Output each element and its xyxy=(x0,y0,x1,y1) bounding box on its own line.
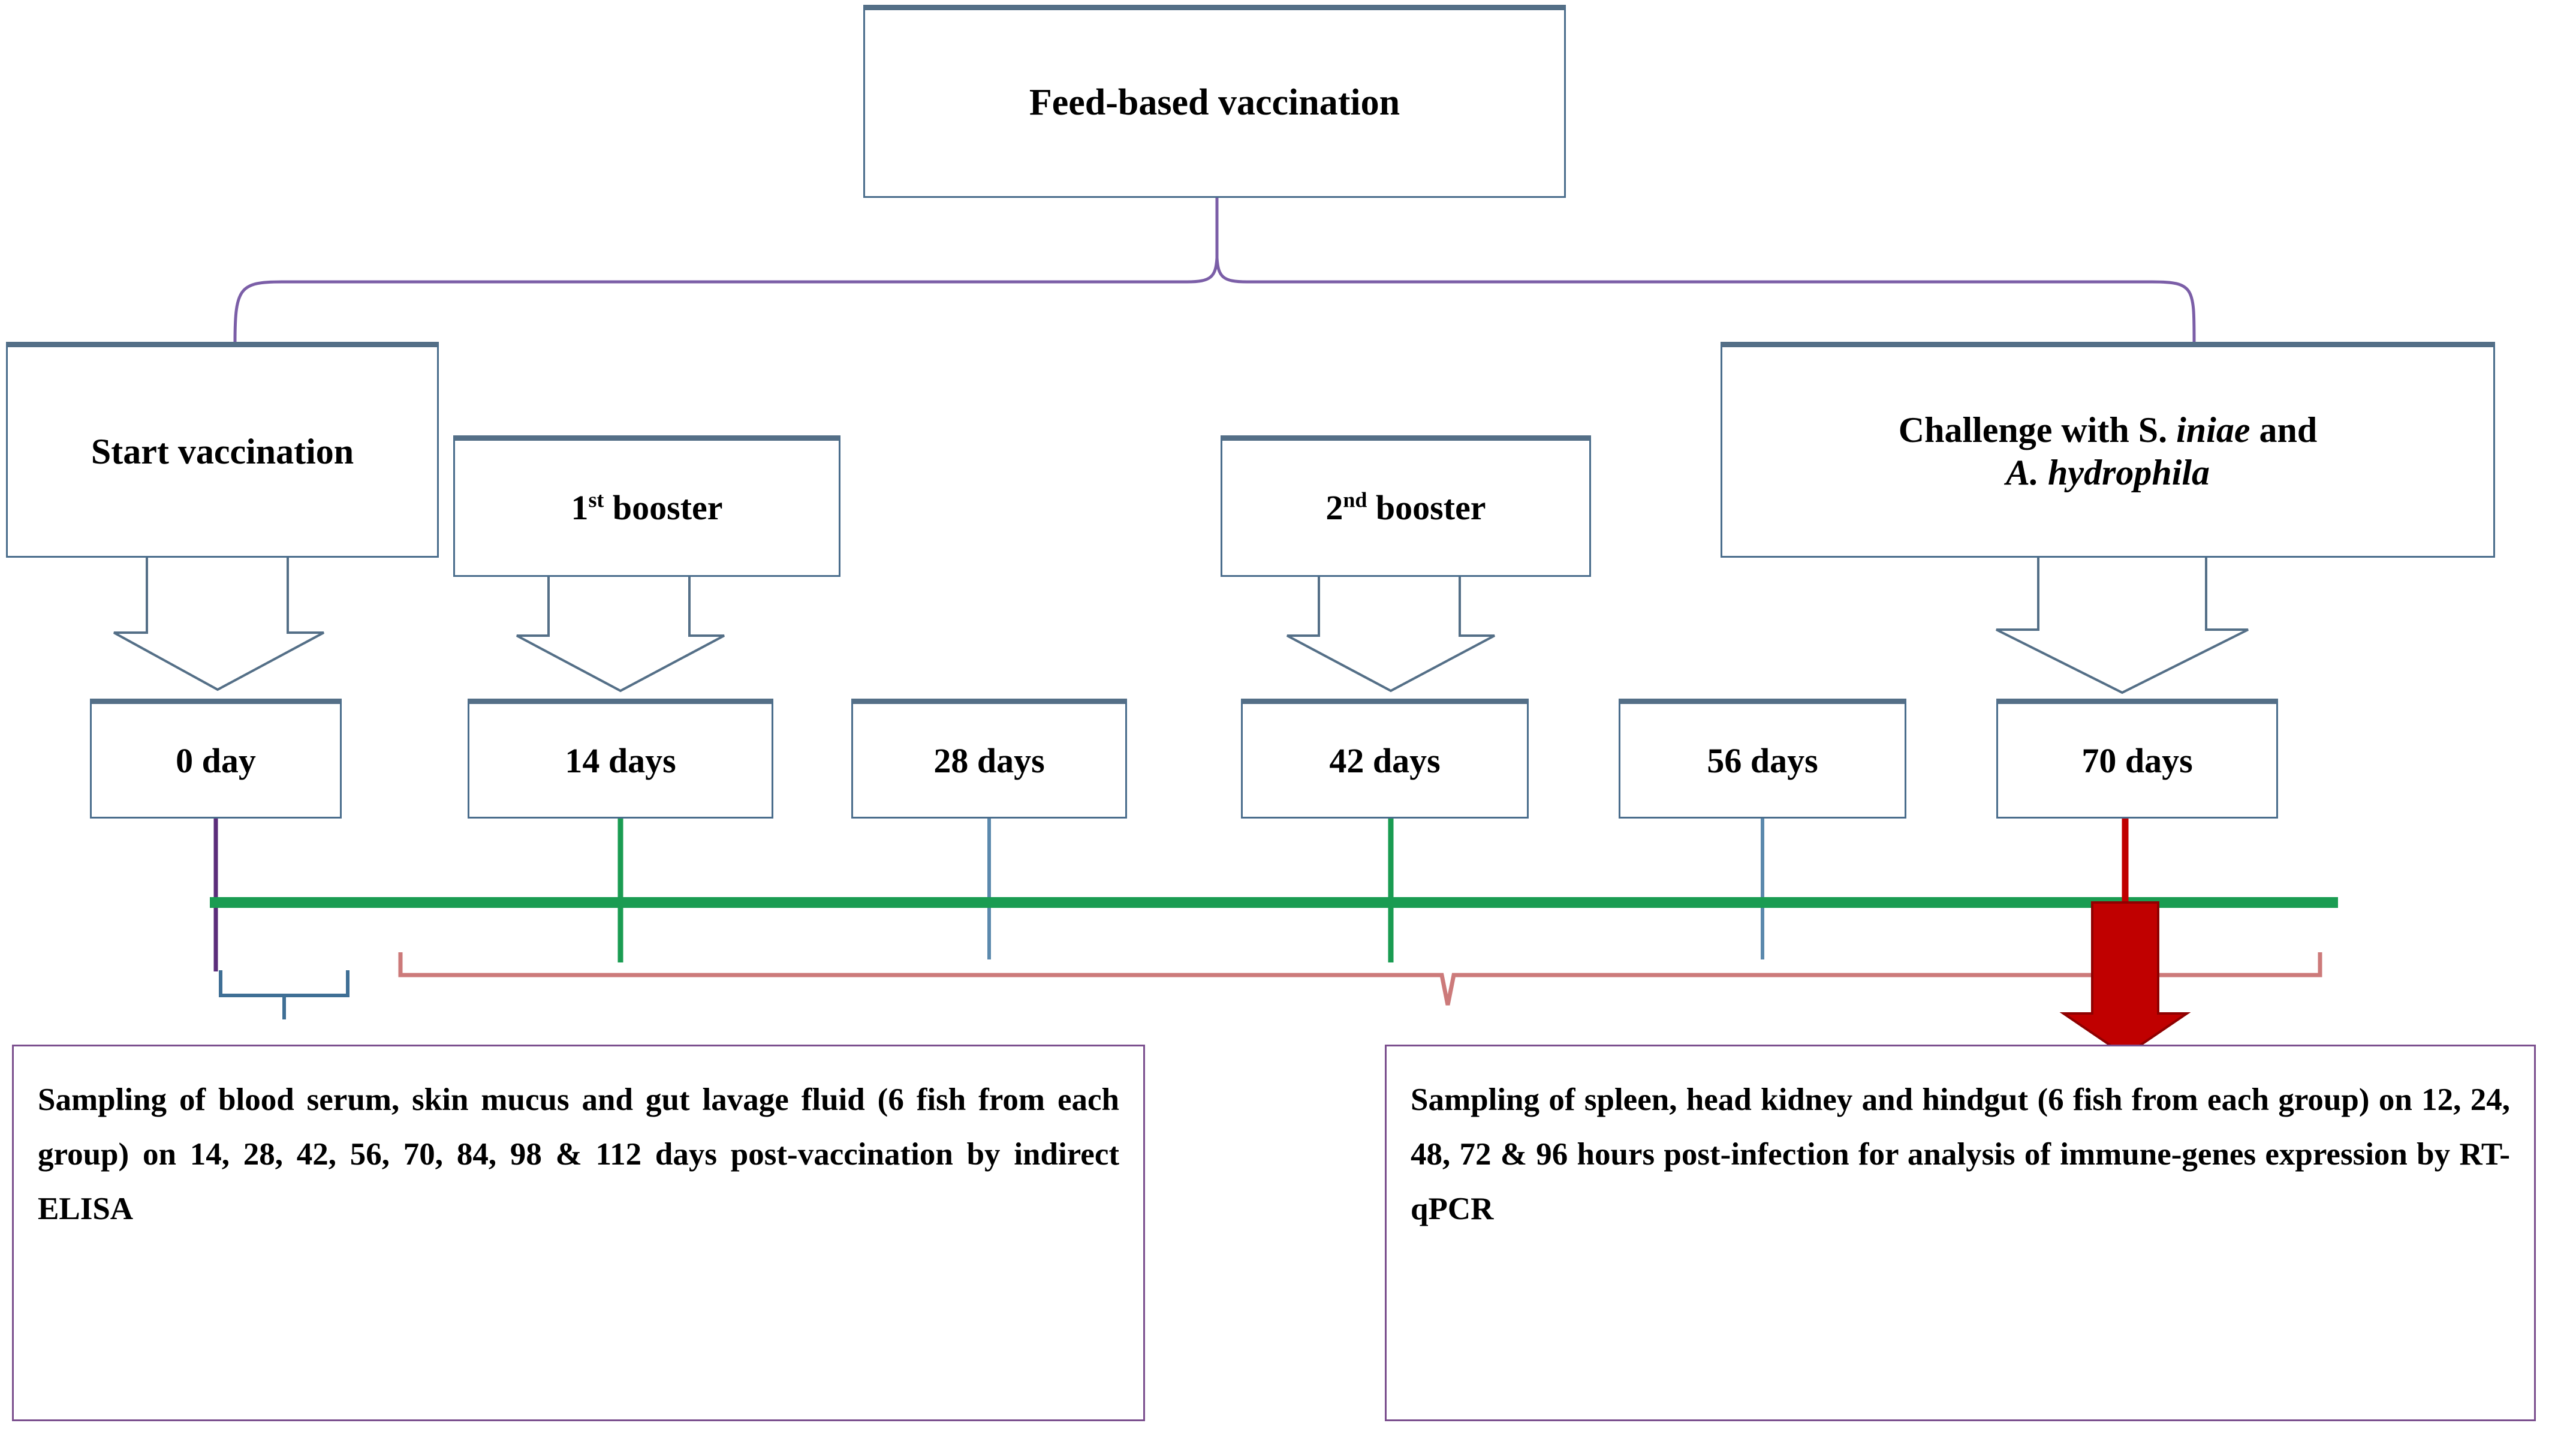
title-box-label: Feed-based vaccination xyxy=(1029,82,1400,124)
red-brace-sampling-span xyxy=(398,952,2322,1006)
timepoint-label-0-day: 0 day xyxy=(176,741,256,780)
timepoint-box-42-days: 42 days xyxy=(1241,699,1529,819)
timepoint-box-28-days: 28 days xyxy=(851,699,1127,819)
first-booster-ordinal-suffix: st xyxy=(588,488,604,512)
timepoint-box-0-day: 0 day xyxy=(90,699,342,819)
tissue-sampling-note-box: Sampling of spleen, head kidney and hind… xyxy=(1385,1045,2536,1421)
timepoint-label-56-days: 56 days xyxy=(1707,741,1818,780)
challenge-species-iniae: iniae xyxy=(2176,410,2250,450)
challenge-conjunction: and xyxy=(2250,410,2318,450)
first-booster-box: 1st booster xyxy=(453,435,840,577)
challenge-prefix: Challenge with S. xyxy=(1898,410,2177,450)
first-booster-label: 1st booster xyxy=(571,488,722,528)
timepoint-label-42-days: 42 days xyxy=(1329,741,1441,780)
challenge-species-hydrophila: A. hydrophila xyxy=(2005,453,2210,492)
timepoint-label-28-days: 28 days xyxy=(933,741,1045,780)
feed-based-vaccination-box: Feed-based vaccination xyxy=(863,5,1566,198)
serum-sampling-note-text: Sampling of blood serum, skin mucus and … xyxy=(38,1082,1119,1227)
timepoint-box-14-days: 14 days xyxy=(468,699,773,819)
second-booster-number: 2 xyxy=(1325,488,1343,527)
first-booster-number: 1 xyxy=(571,488,589,527)
block-arrow-b1-to-day14 xyxy=(516,577,725,693)
timepoint-box-56-days: 56 days xyxy=(1619,699,1906,819)
serum-sampling-note-box: Sampling of blood serum, skin mucus and … xyxy=(12,1045,1145,1421)
block-arrow-challenge-to-day70 xyxy=(1996,558,2249,694)
challenge-box: Challenge with S. iniae and A. hydrophila xyxy=(1721,342,2495,558)
red-arrow-challenge-sampling xyxy=(2059,901,2191,1057)
second-booster-box: 2nd booster xyxy=(1221,435,1591,577)
timepoint-label-70-days: 70 days xyxy=(2081,741,2193,780)
challenge-label: Challenge with S. iniae and A. hydrophila xyxy=(1899,409,2317,494)
first-booster-word: booster xyxy=(604,488,723,527)
start-vaccination-box: Start vaccination xyxy=(6,342,439,558)
block-arrow-start-to-day0 xyxy=(113,558,324,691)
second-booster-ordinal-suffix: nd xyxy=(1343,488,1367,512)
tissue-sampling-note-text: Sampling of spleen, head kidney and hind… xyxy=(1411,1082,2510,1227)
timepoint-label-14-days: 14 days xyxy=(565,741,676,780)
blue-bracket-serum-sampling xyxy=(219,970,350,997)
second-booster-word: booster xyxy=(1367,488,1486,527)
block-arrow-b2-to-day42 xyxy=(1287,577,1495,693)
timepoint-box-70-days: 70 days xyxy=(1996,699,2278,819)
second-booster-label: 2nd booster xyxy=(1325,488,1486,528)
start-vaccination-label: Start vaccination xyxy=(91,431,354,471)
top-purple-brace xyxy=(233,257,2196,342)
